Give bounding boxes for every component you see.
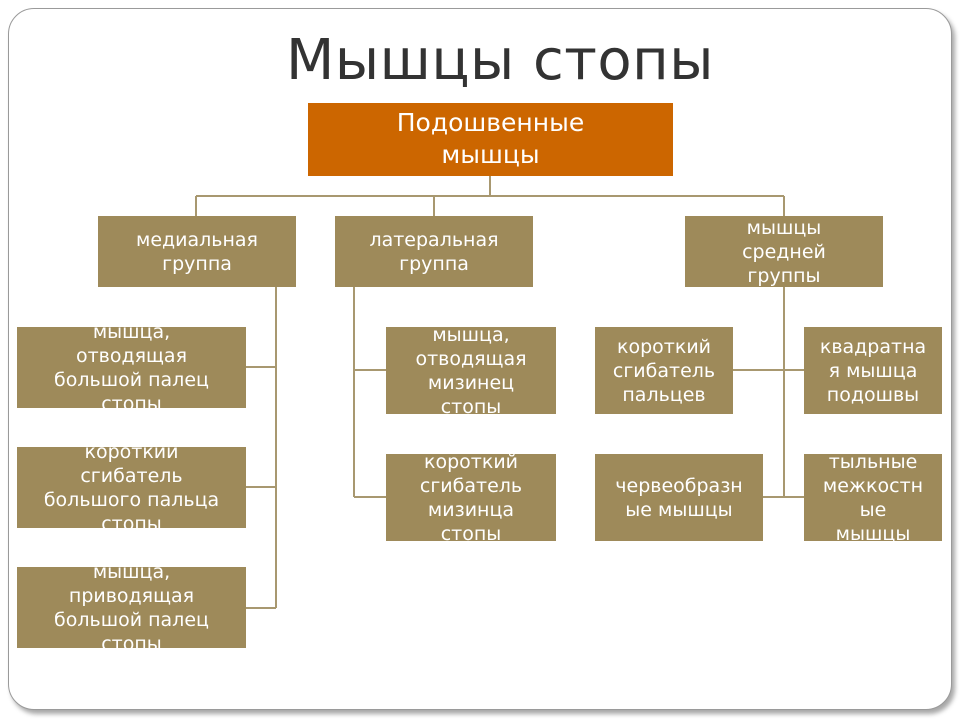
leaf-label: квадратна я мышца подошвы — [819, 335, 927, 406]
group-box-middle: мышцы средней группы — [685, 216, 883, 287]
leaf-label: мышца, приводящая большой палец стопы — [54, 567, 209, 648]
leaf-box-flexor-hallucis-brevis: короткий сгибатель большого пальца стопы — [17, 447, 246, 528]
leaf-box-abductor-hallucis: мышца, отводящая большой палец стопы — [17, 327, 246, 408]
leaf-box-abductor-digiti-minimi: мышца, отводящая мизинец стопы — [386, 327, 556, 414]
leaf-label: тыльные межкостн ые мышцы — [822, 454, 924, 541]
leaf-label: мышца, отводящая мизинец стопы — [415, 327, 527, 414]
group-label-medial: медиальная группа — [136, 228, 258, 275]
leaf-label: короткий сгибатель большого пальца стопы — [43, 447, 220, 528]
root-box-plantar-muscles: Подошвенные мышцы — [308, 103, 673, 176]
leaf-label: короткий сгибатель мизинца стопы — [419, 454, 523, 541]
leaf-box-quadratus-plantae: квадратна я мышца подошвы — [804, 327, 942, 414]
leaf-label: мышца, отводящая большой палец стопы — [54, 327, 209, 408]
leaf-label: короткий сгибатель пальцев — [612, 335, 716, 406]
leaf-box-lumbricals: червеобразн ые мышцы — [595, 454, 763, 541]
group-label-lateral: латеральная группа — [369, 228, 499, 275]
leaf-label: червеобразн ые мышцы — [615, 474, 743, 521]
group-label-middle: мышцы средней группы — [742, 216, 826, 287]
slide-title: Мышцы стопы — [286, 28, 714, 93]
root-label: Подошвенные мышцы — [396, 108, 585, 169]
leaf-box-flexor-digiti-minimi-brevis: короткий сгибатель мизинца стопы — [386, 454, 556, 541]
leaf-box-dorsal-interossei: тыльные межкостн ые мышцы — [804, 454, 942, 541]
group-box-lateral: латеральная группа — [335, 216, 533, 287]
leaf-box-adductor-hallucis: мышца, приводящая большой палец стопы — [17, 567, 246, 648]
group-box-medial: медиальная группа — [98, 216, 296, 287]
leaf-box-flexor-digitorum-brevis: короткий сгибатель пальцев — [595, 327, 733, 414]
